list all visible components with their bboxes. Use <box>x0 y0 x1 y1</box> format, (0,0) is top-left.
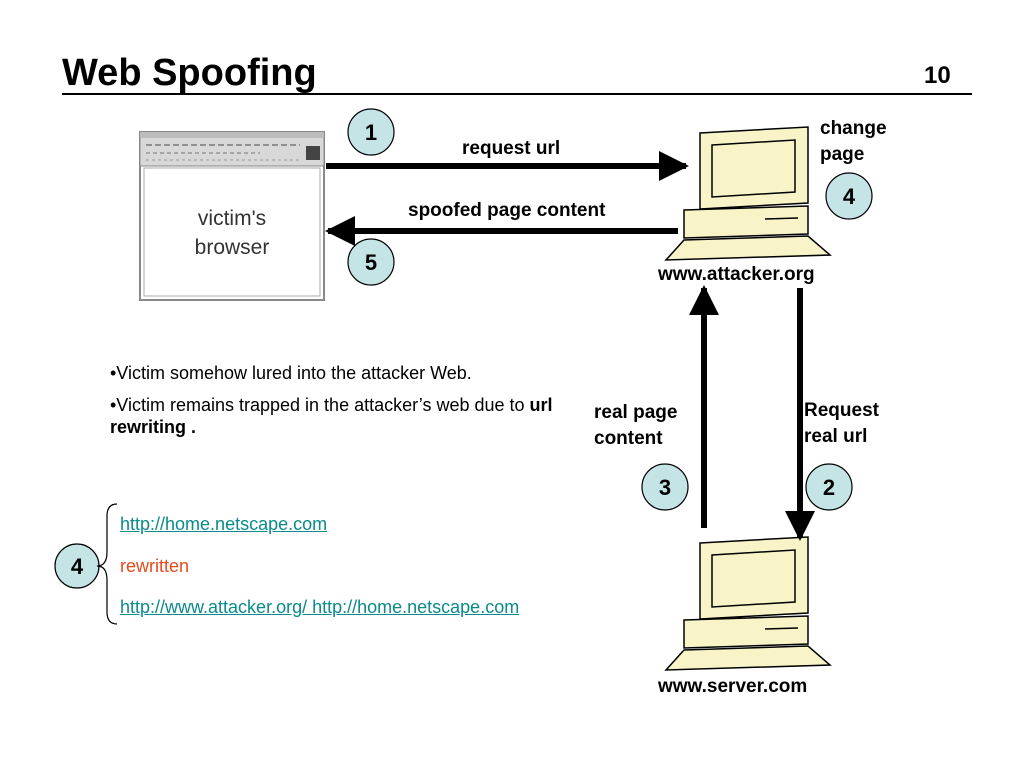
browser-window-icon <box>139 131 325 301</box>
change-page-line2: page <box>820 144 865 165</box>
real-page-content-label: real page content <box>594 400 677 452</box>
svg-text:4: 4 <box>843 184 856 209</box>
page-number: 10 <box>924 62 951 89</box>
change-page-note: change page <box>820 116 887 168</box>
spoofed-content-label: spoofed page content <box>408 200 606 221</box>
step-1-badge: 1 <box>347 108 395 156</box>
request-real-url-line1: Request <box>804 400 879 421</box>
attacker-computer-icon <box>664 126 832 261</box>
real-page-content-line1: real page <box>594 402 678 423</box>
attacker-label: www.attacker.org <box>658 264 815 285</box>
change-page-line1: change <box>820 118 887 139</box>
bullet-trapped-text: •Victim remains trapped in the attacker’… <box>110 395 530 415</box>
step-4-rewrite-badge: 4 <box>54 543 100 589</box>
request-url-label: request url <box>462 138 561 159</box>
step-5-badge: 5 <box>347 238 395 286</box>
bullet-list: •Victim somehow lured into the attacker … <box>110 362 580 448</box>
svg-text:1: 1 <box>365 120 377 145</box>
step-3-badge: 3 <box>641 463 689 511</box>
real-page-content-line2: content <box>594 428 663 449</box>
page-title: Web Spoofing <box>62 52 317 94</box>
svg-text:2: 2 <box>823 475 835 500</box>
original-url-link[interactable]: http://home.netscape.com <box>120 514 328 534</box>
rewritten-url-link[interactable]: http://www.attacker.org/ http://home.net… <box>120 597 520 617</box>
bullet-lured: •Victim somehow lured into the attacker … <box>110 363 472 383</box>
bullet-trapped: •Victim remains trapped in the attacker’… <box>110 394 580 438</box>
server-computer-icon <box>664 536 832 671</box>
svg-text:3: 3 <box>659 475 671 500</box>
rewrite-brace <box>96 503 118 625</box>
request-real-url-line2: real url <box>804 426 868 447</box>
rewritten-label: rewritten <box>120 556 190 576</box>
svg-text:4: 4 <box>71 554 84 579</box>
server-label: www.server.com <box>658 676 808 697</box>
browser-label: victim's browser <box>144 204 320 262</box>
step-2-badge: 2 <box>805 463 853 511</box>
request-real-url-label: Request real url <box>804 398 879 450</box>
title-divider <box>62 93 972 95</box>
bullet-trapped-emphasis: url rewriting . <box>110 395 553 437</box>
step-4-badge: 4 <box>825 172 873 220</box>
svg-text:5: 5 <box>365 250 377 275</box>
browser-label-line1: victim's <box>197 207 267 230</box>
browser-label-line2: browser <box>194 236 270 259</box>
